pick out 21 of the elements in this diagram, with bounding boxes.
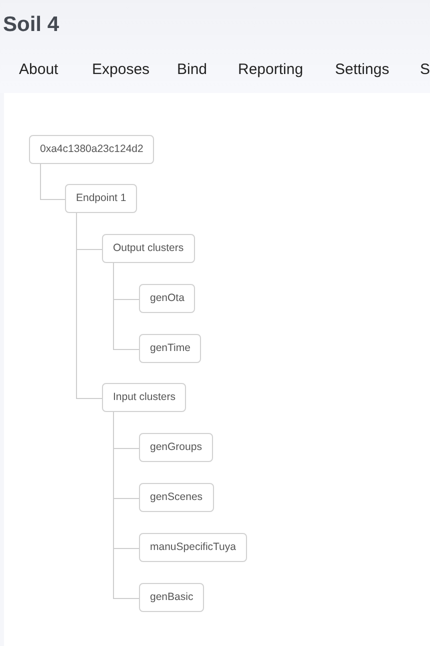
page-title: Soil 4 (3, 12, 60, 38)
tree-node-box: Endpoint 1 (65, 184, 138, 213)
tree-node-box: 0xa4c1380a23c124d2 (29, 135, 154, 164)
tab-label: S (420, 60, 430, 80)
tree-node-box: genOta (139, 284, 196, 313)
tree-connector (40, 164, 66, 200)
tree-node-box: genGroups (139, 433, 213, 462)
tab-label: Settings (335, 60, 390, 80)
tree-node-box: Output clusters (102, 234, 195, 263)
tree-connector (113, 262, 140, 350)
tree-node-box: genBasic (139, 583, 204, 612)
tab-label: About (19, 60, 58, 80)
tree-connector (113, 412, 140, 599)
tree-node-box: genTime (139, 334, 202, 363)
tree-node-box: manuSpecificTuya (139, 533, 247, 562)
tab-label: Bind (177, 60, 208, 80)
tab-label: Reporting (238, 60, 304, 80)
tree-node-box: genScenes (139, 483, 214, 512)
tree-node-box: Input clusters (102, 383, 186, 412)
tree-connector (76, 212, 102, 399)
tab-label: Exposes (92, 60, 150, 80)
